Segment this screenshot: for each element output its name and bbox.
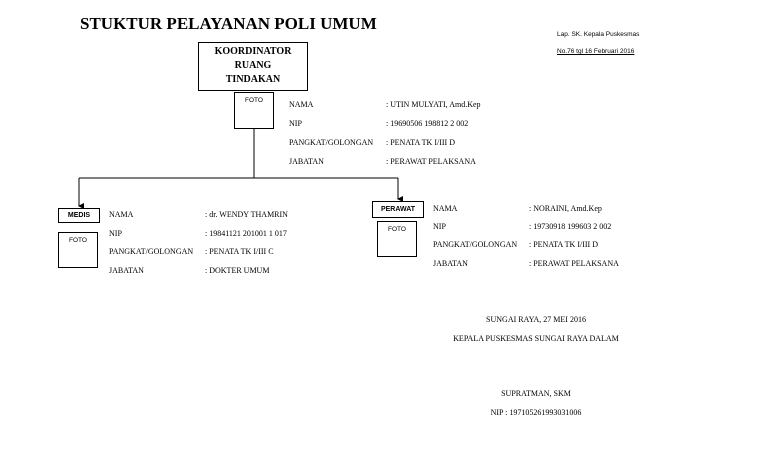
medis-name-label: NAMA (109, 210, 134, 219)
page-title: STUKTUR PELAYANAN POLI UMUM (80, 14, 377, 33)
medis-photo-box: FOTO (58, 232, 98, 268)
medis-rank-value: : PENATA TK I/III C (205, 247, 274, 256)
medis-name-value: : dr. WENDY THAMRIN (205, 210, 288, 219)
perawat-rank-label: PANGKAT/GOLONGAN (433, 240, 518, 249)
coordinator-name-label: NAMA (289, 100, 314, 109)
coordinator-role-box: KOORDINATOR RUANG TINDAKAN (198, 42, 308, 91)
coordinator-rank-value: : PENATA TK I/III D (386, 138, 455, 147)
reference-line-2: No.76 tgl 16 Februari 2016 (557, 48, 635, 55)
coordinator-role-line-2: RUANG (234, 60, 272, 71)
medis-nip-label: NIP (109, 229, 122, 238)
medis-rank-label: PANGKAT/GOLONGAN (109, 247, 194, 256)
medis-role-label: MEDIS (67, 212, 91, 219)
perawat-name-value: : NORAINI, Amd.Kep (529, 204, 602, 213)
coordinator-position-label: JABATAN (289, 157, 324, 166)
reference-line-1: Lap. SK. Kepala Puskesmas (557, 31, 640, 38)
coordinator-role-line-3: TINDAKAN (225, 74, 281, 85)
signature-place-date: SUNGAI RAYA, 27 MEI 2016 (486, 315, 586, 324)
coordinator-photo-box: FOTO (234, 92, 274, 129)
coordinator-rank-label: PANGKAT/GOLONGAN (289, 138, 374, 147)
signature-position: KEPALA PUSKESMAS SUNGAI RAYA DALAM (453, 334, 619, 343)
perawat-position-value: : PERAWAT PELAKSANA (529, 259, 619, 268)
perawat-nip-value: : 19730918 199603 2 002 (529, 222, 612, 231)
perawat-role-box: PERAWAT (372, 201, 424, 218)
coordinator-photo-label: FOTO (245, 97, 263, 104)
coordinator-nip-label: NIP (289, 119, 302, 128)
coordinator-position-value: : PERAWAT PELAKSANA (386, 157, 476, 166)
medis-position-label: JABATAN (109, 266, 144, 275)
medis-photo-label: FOTO (69, 237, 87, 244)
medis-position-value: : DOKTER UMUM (205, 266, 270, 275)
coordinator-nip-value: : 19690506 198812 2 002 (386, 119, 469, 128)
signature-name: SUPRATMAN, SKM (501, 389, 571, 398)
perawat-position-label: JABATAN (433, 259, 468, 268)
coordinator-role-line-1: KOORDINATOR (214, 46, 292, 57)
medis-nip-value: : 19841121 201001 1 017 (205, 229, 287, 238)
perawat-nip-label: NIP (433, 222, 446, 231)
medis-role-box: MEDIS (58, 208, 100, 223)
perawat-role-label: PERAWAT (380, 206, 416, 213)
coordinator-name-value: : UTIN MULYATI, Amd.Kep (386, 100, 481, 109)
perawat-rank-value: : PENATA TK I/III D (529, 240, 598, 249)
perawat-photo-box: FOTO (377, 221, 417, 257)
signature-nip: NIP : 197105261993031006 (490, 408, 582, 417)
perawat-photo-label: FOTO (388, 226, 406, 233)
perawat-name-label: NAMA (433, 204, 458, 213)
